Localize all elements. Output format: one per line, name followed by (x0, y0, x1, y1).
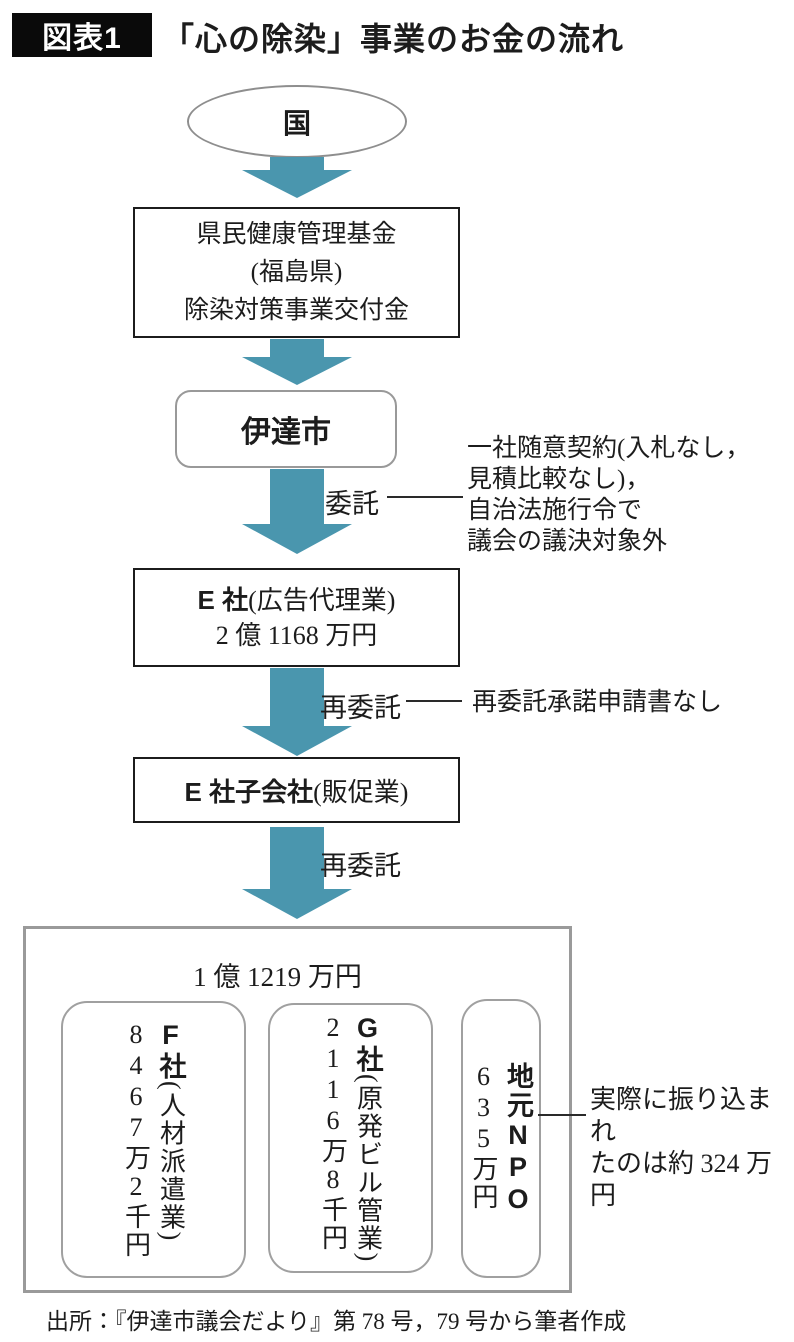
annotation-contract-line-3: 自治法施行令で (467, 497, 643, 524)
company-g-industry: (原発ビル管業) (353, 1073, 383, 1264)
company-g-name: G社 (352, 1012, 383, 1074)
flow-arrow-subsidiary-to-pool (242, 827, 352, 919)
edge-label-subcontract-1: 再委託 (320, 693, 401, 723)
connector-line-consignment (387, 496, 463, 498)
annotation-actual-transfer: 実際に振り込まれ たのは約 324 万円 (590, 1084, 794, 1212)
figure-title: 「心の除染」事業のお金の流れ (162, 21, 625, 57)
company-e-name: E 社 (197, 584, 249, 615)
node-prefecture-fund: 県民健康管理基金 (福島県) 除染対策事業交付金 (133, 207, 460, 338)
company-e-sub-industry: (販促業) (313, 777, 409, 807)
annotation-contract-line-1: 一社随意契約(入札なし， (467, 435, 751, 462)
node-local-npo: 地元NPO 635万円 (461, 999, 541, 1278)
annotation-actual-line-2: たのは約 324 万円 (590, 1149, 773, 1210)
company-e-sub-name: E 社子会社 (184, 776, 314, 807)
flow-arrow-national-to-fund (242, 157, 352, 198)
fund-line-3: 除染対策事業交付金 (183, 296, 409, 324)
annotation-contract: 一社随意契約(入札なし， 見積比較なし)， 自治法施行令で 議会の議決対象外 (467, 433, 750, 557)
fund-line-2: (福島県) (250, 258, 343, 286)
node-national-label: 国 (282, 107, 311, 139)
flow-arrow-city-to-e (242, 469, 352, 554)
edge-label-consignment: 委託 (325, 489, 379, 519)
company-g-amount: 2116万8千円 (318, 1012, 348, 1252)
company-f-name: F社 (155, 1020, 186, 1081)
local-npo-name: 地元NPO (503, 1061, 533, 1216)
company-e-industry: (広告代理業) (248, 585, 396, 615)
source-note: 出所：『伊達市議会だより』第 78 号，79 号から筆者作成 (46, 1309, 627, 1334)
local-npo-vertical-text: 地元NPO 635万円 (465, 1062, 537, 1216)
node-date-city: 伊達市 (175, 390, 397, 468)
node-company-e: E 社(広告代理業) 2 億 1168 万円 (133, 568, 460, 667)
edge-label-subcontract-2: 再委託 (320, 851, 401, 881)
annotation-contract-line-4: 議会の議決対象外 (467, 528, 668, 555)
company-f-vertical-text: F社(人材派遣業) 8467万2千円 (118, 1020, 190, 1259)
company-f-amount: 8467万2千円 (121, 1020, 151, 1259)
company-g-vertical-text: G社(原発ビル管業) 2116万8千円 (315, 1013, 387, 1263)
annotation-contract-line-2: 見積比較なし)， (467, 466, 651, 493)
figure-number-badge: 図表1 (12, 13, 152, 57)
connector-line-actual-transfer (538, 1114, 586, 1116)
company-e-amount: 2 億 1168 万円 (215, 620, 378, 650)
connector-line-subcontract (406, 700, 462, 702)
node-pool-box: 1 億 1219 万円 F社(人材派遣業) 8467万2千円 G社(原発ビル管業… (23, 926, 572, 1293)
company-e-title: E 社(広告代理業) (198, 583, 396, 618)
annotation-actual-line-1: 実際に振り込まれ (590, 1085, 773, 1146)
pool-total-amount: 1 億 1219 万円 (193, 962, 362, 992)
node-company-g: G社(原発ビル管業) 2116万8千円 (268, 1003, 433, 1273)
node-company-e-subsidiary: E 社子会社(販促業) (133, 757, 460, 823)
city-label: 伊達市 (241, 416, 331, 449)
company-f-industry: (人材派遣業) (156, 1081, 186, 1243)
company-e-sub-title: E 社子会社(販促業) (185, 772, 409, 809)
fund-line-1: 県民健康管理基金 (196, 220, 397, 248)
annotation-no-application: 再委託承諾申請書なし (472, 689, 723, 716)
local-npo-amount: 635万円 (469, 1061, 498, 1211)
flow-arrow-e-to-subsidiary (242, 668, 352, 756)
node-company-f: F社(人材派遣業) 8467万2千円 (61, 1001, 246, 1278)
flow-arrow-fund-to-city (242, 339, 352, 385)
node-national-government: 国 (187, 85, 407, 158)
